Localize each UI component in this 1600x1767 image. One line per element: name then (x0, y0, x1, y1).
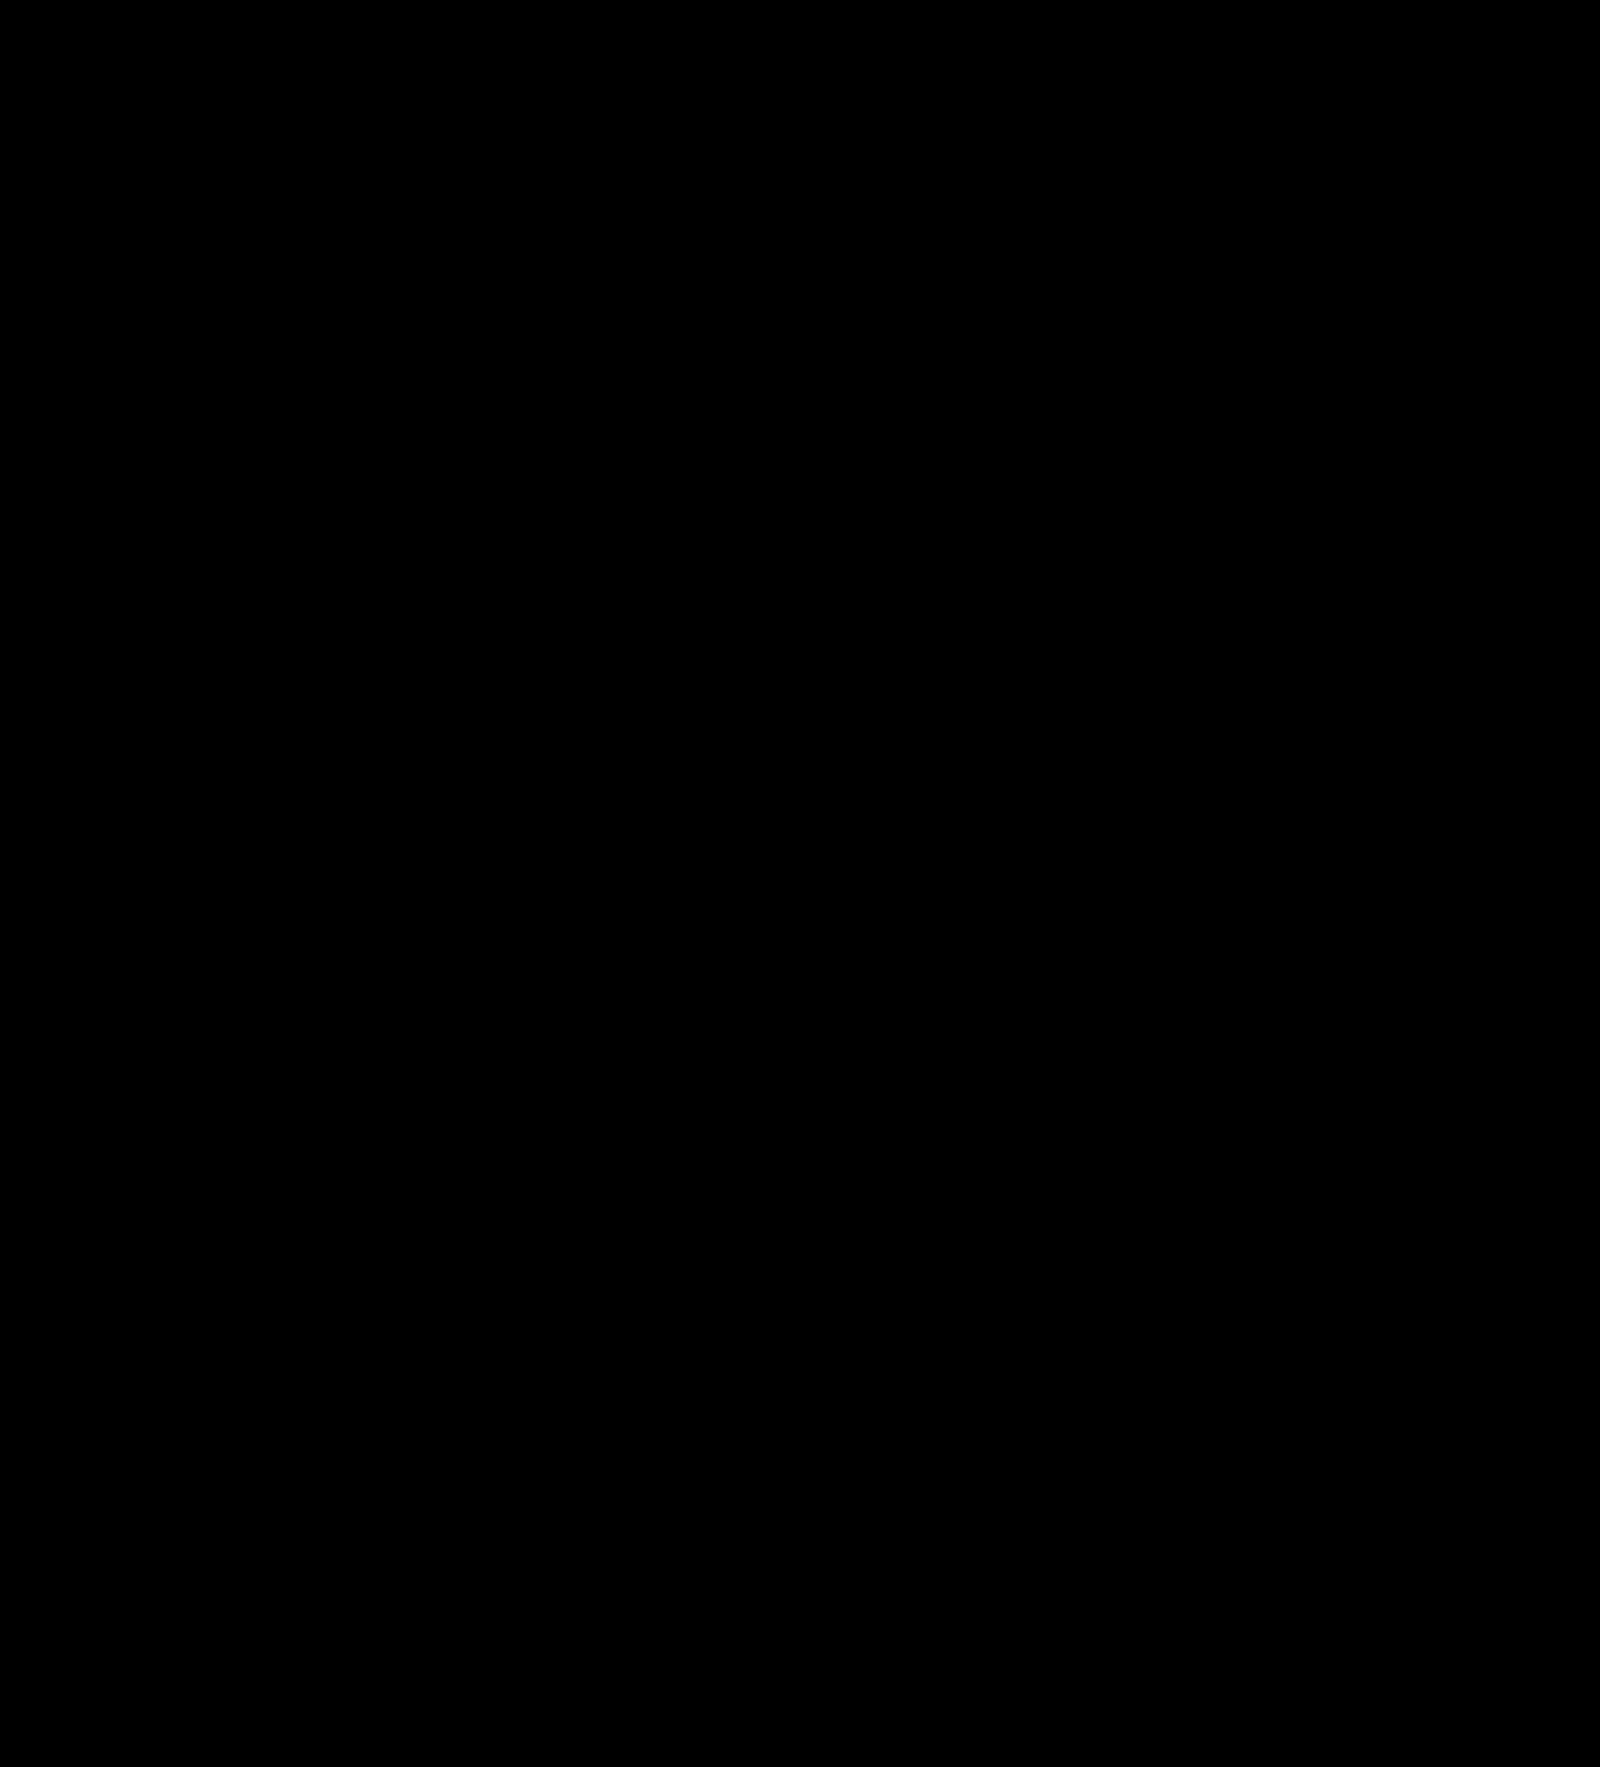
diagram-background (0, 0, 1600, 1767)
technical-diagram (0, 0, 1600, 1767)
diagram-page (0, 0, 1600, 1767)
